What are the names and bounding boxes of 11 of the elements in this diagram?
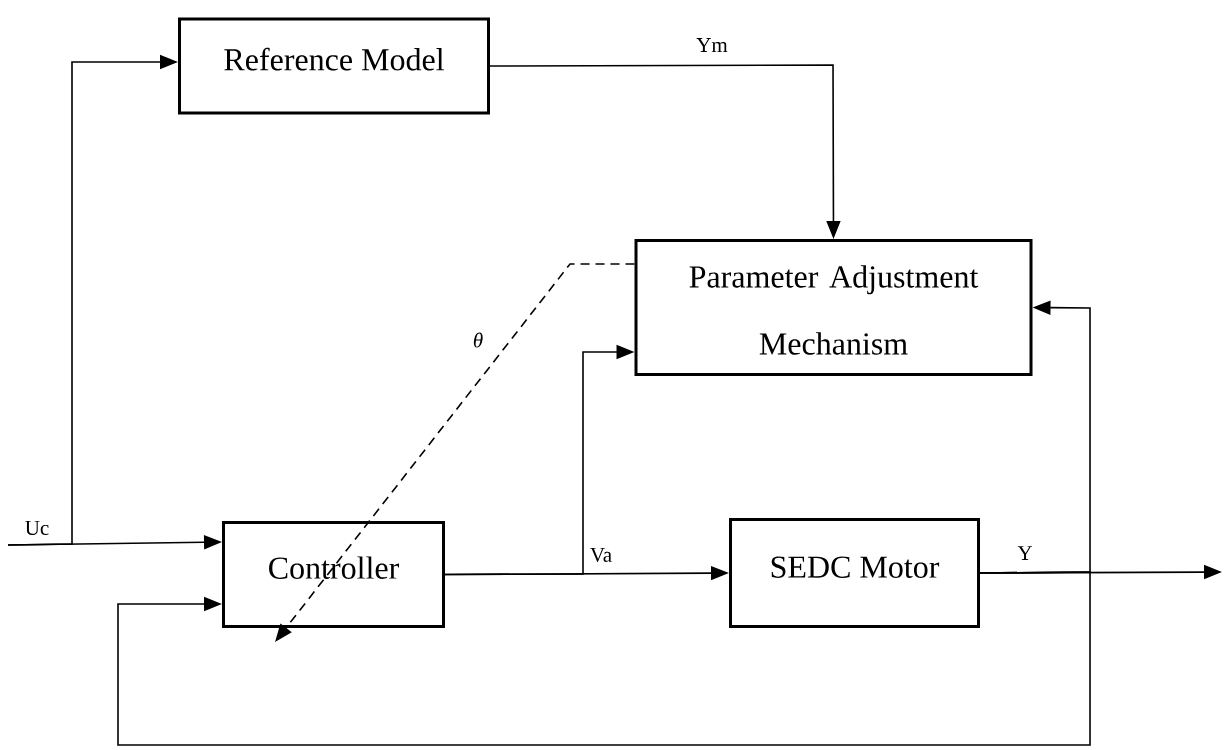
signal-label: Y <box>1017 546 1033 560</box>
arrow <box>117 571 1091 746</box>
signal-label: θ <box>473 332 483 348</box>
arrow <box>275 263 636 642</box>
signal-label: Uc <box>25 521 49 535</box>
block-box: Parameter Adjustment Mechanism <box>634 239 1033 376</box>
signal-label: Ym <box>696 38 728 52</box>
signal-label: Va <box>590 547 612 563</box>
block-box: Reference Model <box>178 17 490 115</box>
block-box: Controller <box>222 521 445 628</box>
block-box: SEDC Motor <box>729 518 980 628</box>
